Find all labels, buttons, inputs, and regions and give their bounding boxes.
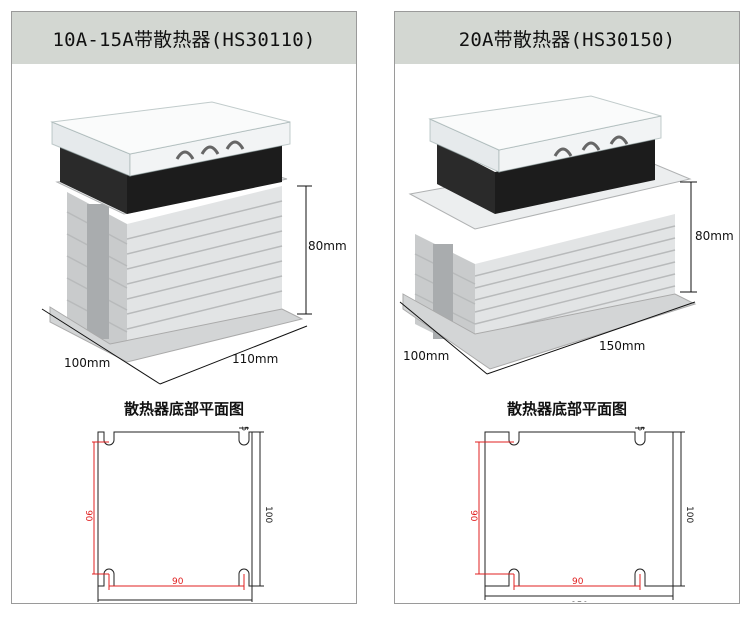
heatsink-front bbox=[127, 186, 282, 354]
heatsink-outline bbox=[484, 431, 674, 587]
height-label: 80mm bbox=[308, 239, 347, 253]
card-title: 20A带散热器(HS30150) bbox=[458, 28, 676, 51]
product-card-hs30150: 20A带散热器(HS30150) bbox=[394, 11, 740, 604]
relay-front bbox=[127, 142, 282, 214]
product-photo-hs30110: 80mm 100mm 110mm bbox=[41, 101, 347, 385]
bottom-plan-drawing-hs30110: 90 90 100 5 110 bbox=[83, 426, 273, 602]
heatsink-base bbox=[49, 306, 304, 363]
relay-cover-top bbox=[50, 101, 291, 155]
relay-cover-top bbox=[428, 95, 662, 151]
dimension-lines bbox=[41, 185, 312, 385]
product-photo-hs30150: 80mm 100mm 150mm bbox=[399, 95, 734, 375]
heatsink-spine bbox=[87, 204, 109, 339]
depth-label: 100mm bbox=[64, 356, 110, 370]
card-title: 10A-15A带散热器(HS30110) bbox=[52, 28, 316, 51]
plan-title: 散热器底部平面图 bbox=[506, 400, 627, 418]
relay-side bbox=[60, 144, 127, 214]
outer-height-label: 100 bbox=[684, 506, 694, 523]
product-card-hs30110: 10A-15A带散热器(HS30110) bbox=[11, 11, 357, 604]
inner-height-label: 90 bbox=[468, 510, 478, 522]
hole-dim-label: 5 bbox=[636, 426, 645, 431]
card-header: 20A带散热器(HS30150) bbox=[395, 12, 739, 64]
relay-terminals bbox=[553, 135, 629, 157]
relay-side bbox=[437, 142, 495, 214]
heatsink-front bbox=[475, 214, 675, 354]
outer-width-label: 150 bbox=[571, 601, 588, 602]
heatsink-base bbox=[402, 293, 697, 370]
height-label: 80mm bbox=[695, 229, 734, 243]
relay-front bbox=[495, 138, 655, 214]
plan-title: 散热器底部平面图 bbox=[123, 400, 244, 418]
inner-width-label: 90 bbox=[172, 577, 184, 587]
width-label: 150mm bbox=[599, 339, 645, 353]
card-header: 10A-15A带散热器(HS30110) bbox=[12, 12, 356, 64]
relay-terminals bbox=[175, 140, 245, 160]
outer-height-label: 100 bbox=[263, 506, 273, 523]
dimension-lines bbox=[399, 181, 697, 375]
depth-label: 100mm bbox=[403, 349, 449, 363]
hole-dim-label: 5 bbox=[240, 426, 249, 431]
inner-width-label: 90 bbox=[572, 577, 584, 587]
outer-dim bbox=[484, 427, 685, 600]
inner-dim-red bbox=[92, 441, 245, 590]
inner-dim-red bbox=[475, 441, 641, 590]
inner-height-label: 90 bbox=[83, 510, 93, 522]
width-label: 110mm bbox=[232, 352, 278, 366]
outer-dim bbox=[97, 427, 264, 602]
heatsink-outline bbox=[97, 431, 253, 587]
bottom-plan-drawing-hs30150: 90 90 100 5 150 bbox=[468, 426, 694, 602]
